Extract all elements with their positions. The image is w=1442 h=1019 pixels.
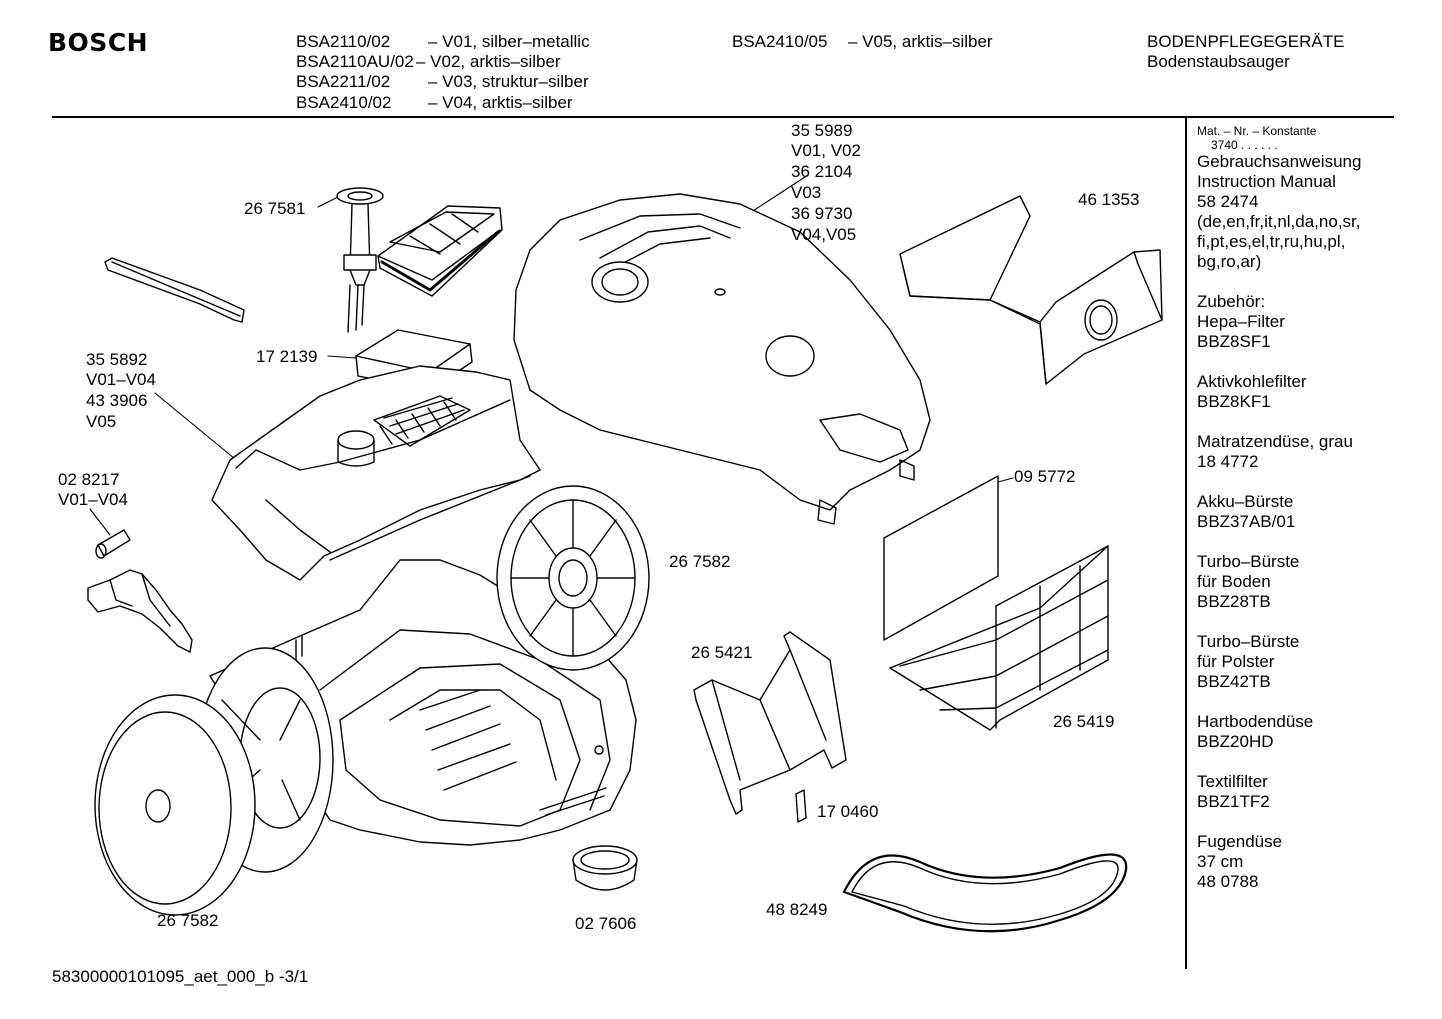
- accessory-line: BBZ20HD: [1197, 732, 1274, 751]
- manual-line: fi,pt,es,el,tr,ru,hu,pl,: [1197, 232, 1346, 251]
- hose-holder-part: [336, 187, 384, 333]
- wheel-large-part: [94, 694, 256, 916]
- label-172139: 17 2139: [256, 347, 318, 366]
- label-362104: 36 2104: [791, 162, 853, 181]
- accessory-line: Matratzendüse, grau: [1197, 432, 1353, 451]
- sidebar: Mat. – Nr. – Konstante 3740 . . . . . . …: [1197, 124, 1397, 892]
- wheel-upper-part: [496, 485, 650, 671]
- label-461353: 46 1353: [1078, 190, 1140, 209]
- manual-line: Gebrauchsanweisung: [1197, 152, 1362, 171]
- label-355892-variant: V01–V04: [86, 370, 156, 389]
- label-355892: 35 5892: [86, 350, 148, 369]
- accessory-line: 48 0788: [1197, 872, 1259, 891]
- sidebar-rule: [1185, 117, 1187, 969]
- model-2: BSA2110AU/02: [296, 52, 414, 71]
- accessory-line: BBZ37AB/01: [1197, 512, 1296, 531]
- label-028217-variant: V01–V04: [58, 490, 128, 509]
- label-170460: 17 0460: [817, 802, 879, 821]
- label-355989: 35 5989: [791, 121, 853, 140]
- model-3-variant: – V03, struktur–silber: [428, 72, 589, 91]
- document-id: 58300000101095_aet_000_b -3/1: [52, 967, 309, 986]
- manual-line: 58 2474: [1197, 192, 1259, 211]
- label-433906-variant: V05: [86, 412, 117, 431]
- accessory-line: für Boden: [1197, 572, 1271, 591]
- manual-line: bg,ro,ar): [1197, 252, 1262, 271]
- accessory-line: Akku–Bürste: [1197, 492, 1294, 511]
- label-267582-upper: 26 7582: [669, 552, 731, 571]
- model-4: BSA2410/02: [296, 93, 392, 112]
- model-3: BSA2211/02: [296, 72, 391, 91]
- label-027606: 02 7606: [575, 914, 637, 933]
- label-265421: 26 5421: [691, 643, 753, 662]
- model-2-variant: – V02, arktis–silber: [416, 52, 561, 71]
- accessory-line: Hepa–Filter: [1197, 312, 1285, 331]
- accessory-line: BBZ42TB: [1197, 672, 1271, 691]
- label-369730-variant: V04,V05: [791, 225, 857, 244]
- label-095772: 09 5772: [1014, 467, 1076, 486]
- roller-part: [95, 529, 131, 559]
- clip-part: [795, 789, 807, 823]
- model-5: BSA2410/05: [732, 32, 828, 51]
- label-028217: 02 8217: [58, 470, 120, 489]
- header-rule: [52, 116, 1394, 118]
- frame-part: [693, 631, 847, 815]
- model-1: BSA2110/02: [296, 32, 391, 51]
- model-5-variant: – V05, arktis–silber: [848, 32, 993, 51]
- mat-value: 3740 . . . . . .: [1211, 138, 1278, 152]
- manual-line: (de,en,fr,it,nl,da,no,sr,: [1197, 212, 1361, 231]
- brand-logo: BOSCH: [48, 28, 149, 57]
- label-267582-lower: 26 7582: [157, 911, 219, 930]
- subcategory: Bodenstaubsauger: [1147, 52, 1290, 71]
- bracket-part: [87, 569, 193, 653]
- accessory-line: Zubehör:: [1197, 292, 1266, 311]
- accessory-line: BBZ1TF2: [1197, 792, 1270, 811]
- filter-sheet-part: [883, 475, 999, 641]
- upper-housing-part: [211, 365, 541, 581]
- accessory-line: Fugendüse: [1197, 832, 1283, 851]
- accessory-line: Turbo–Bürste: [1197, 632, 1300, 651]
- accessory-line: 18 4772: [1197, 452, 1259, 471]
- label-355989-variant: V01, V02: [791, 141, 861, 160]
- filter-cassette-part: [377, 205, 503, 297]
- manual-line: Instruction Manual: [1197, 172, 1336, 191]
- model-4-variant: – V04, arktis–silber: [428, 93, 573, 112]
- category: BODENPFLEGEGERÄTE: [1147, 32, 1345, 51]
- sealing-strip-part: [104, 257, 245, 323]
- filter-grid-part: [889, 545, 1109, 731]
- cup-part: [572, 845, 638, 891]
- accessory-line: für Polster: [1197, 652, 1275, 671]
- dust-bag-part: [899, 195, 1163, 385]
- label-433906: 43 3906: [86, 391, 148, 410]
- accessory-line: Textilfilter: [1197, 772, 1268, 791]
- label-265419: 26 5419: [1053, 712, 1115, 731]
- accessory-line: Hartbodendüse: [1197, 712, 1314, 731]
- model-1-variant: – V01, silber–metallic: [428, 32, 590, 51]
- accessory-line: BBZ8SF1: [1197, 332, 1271, 351]
- label-362104-variant: V03: [791, 183, 822, 202]
- label-369730: 36 9730: [791, 204, 853, 223]
- accessory-line: 37 cm: [1197, 852, 1244, 871]
- mat-label: Mat. – Nr. – Konstante: [1197, 124, 1317, 138]
- accessory-line: BBZ8KF1: [1197, 392, 1271, 411]
- label-267581: 26 7581: [244, 199, 306, 218]
- accessory-line: BBZ28TB: [1197, 592, 1271, 611]
- accessory-line: Aktivkohlefilter: [1197, 372, 1307, 391]
- accessory-line: Turbo–Bürste: [1197, 552, 1300, 571]
- belt-part: [842, 853, 1128, 933]
- cover-lid-part: [513, 193, 931, 525]
- label-488249: 48 8249: [766, 900, 828, 919]
